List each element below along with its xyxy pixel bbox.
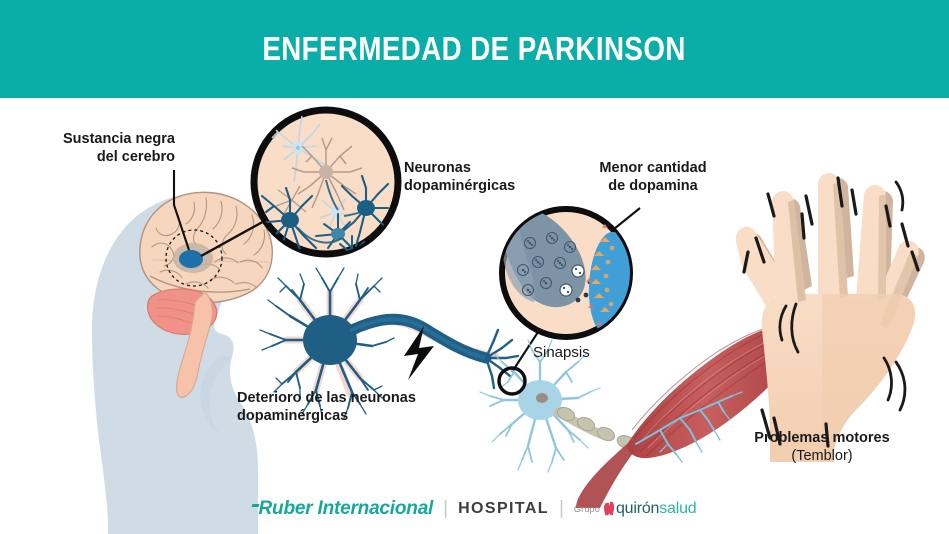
synapse-marker-circle <box>497 366 527 396</box>
label-sustancia-negra-line1: Sustancia negra <box>62 131 175 147</box>
logo-ruber-internacional: Ruber Internacional <box>253 498 434 520</box>
label-problemas-line2: (Temblor) <box>791 447 853 464</box>
label-problemas-line1: Problemas motores <box>754 430 890 446</box>
lightning-bolt-damage-icon <box>404 326 434 380</box>
label-deterioro-neuronas: Deterioro de las neuronas dopaminérgicas <box>237 390 416 425</box>
myelin-sheath-segments <box>553 406 636 449</box>
synaptic-vesicles <box>516 231 585 297</box>
label-deterioro-line1: Deterioro de las neuronas <box>237 390 416 406</box>
logo-quiron-part: quirón <box>615 500 660 517</box>
tremor-motion-lines <box>742 176 920 448</box>
dopaminergic-neurons-micrograph-circle <box>250 106 402 258</box>
logo-grupo-label: Grupo <box>573 504 600 514</box>
label-sinapsis: Sinapsis <box>533 344 590 361</box>
logo-hospital: HOSPITAL <box>458 500 549 517</box>
brain-sagittal-illustration <box>139 191 273 398</box>
header-banner: ENFERMEDAD DE PARKINSON <box>0 0 949 98</box>
footer-logos: Ruber Internacional | HOSPITAL | Grupo q… <box>0 498 949 520</box>
label-sustancia-negra: Sustancia negra del cerebro <box>30 131 175 166</box>
synapse-closeup-circle <box>499 206 633 340</box>
receptor-markers <box>591 237 618 324</box>
label-sustancia-negra-line2: del cerebro <box>96 148 175 165</box>
trembling-hand <box>735 173 925 462</box>
substantia-nigra-highlight-circle <box>165 229 223 287</box>
logo-salud-part: salud <box>659 500 697 517</box>
hand-shape <box>735 173 919 462</box>
label-menor-dopamina: Menor cantidad de dopamina <box>568 160 738 195</box>
tremor-arc-lines <box>778 180 907 412</box>
substantia-nigra-spot <box>173 243 213 273</box>
label-neuronas-line2: dopaminérgicas <box>404 177 516 194</box>
label-deterioro-line2: dopaminérgicas <box>237 407 349 424</box>
label-menor-dopamina-line2: de dopamina <box>608 177 698 194</box>
quironsalud-leaf-icon <box>604 502 615 516</box>
label-problemas-motores: Problemas motores (Temblor) <box>722 430 922 465</box>
page-title: ENFERMEDAD DE PARKINSON <box>262 30 687 67</box>
label-menor-dopamina-line1: Menor cantidad <box>599 160 707 176</box>
label-neuronas-line1: Neuronas <box>404 160 471 176</box>
logo-divider-1: | <box>443 498 449 519</box>
logo-divider-2: | <box>558 498 564 519</box>
degenerating-dopaminergic-neuron <box>259 267 520 419</box>
logo-quironsalud: quirónsalud <box>616 500 697 518</box>
leader-lines <box>172 170 641 373</box>
motor-neuron-with-myelinated-axon <box>479 339 636 473</box>
label-neuronas-dopaminergicas: Neuronas dopaminérgicas <box>404 160 515 195</box>
